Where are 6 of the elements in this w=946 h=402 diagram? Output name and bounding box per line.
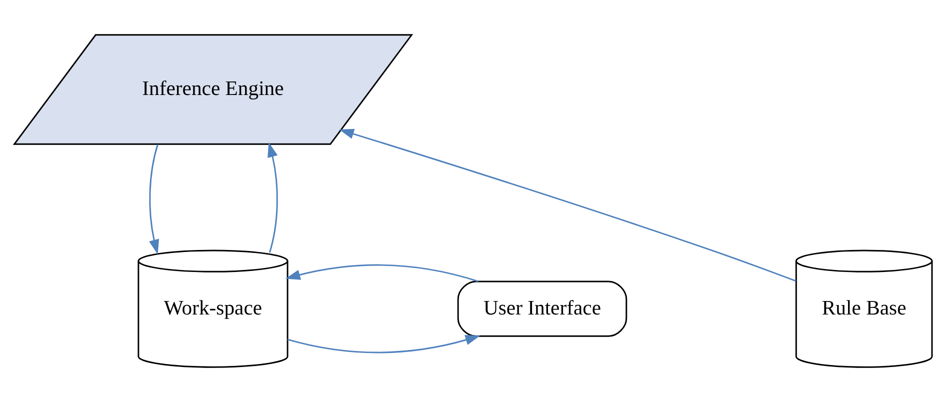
arrow (149, 144, 160, 254)
arrow (339, 128, 796, 282)
arrow (285, 264, 478, 282)
node-box: User Interface (457, 280, 628, 337)
arrow (268, 142, 278, 253)
arrow (287, 334, 480, 354)
